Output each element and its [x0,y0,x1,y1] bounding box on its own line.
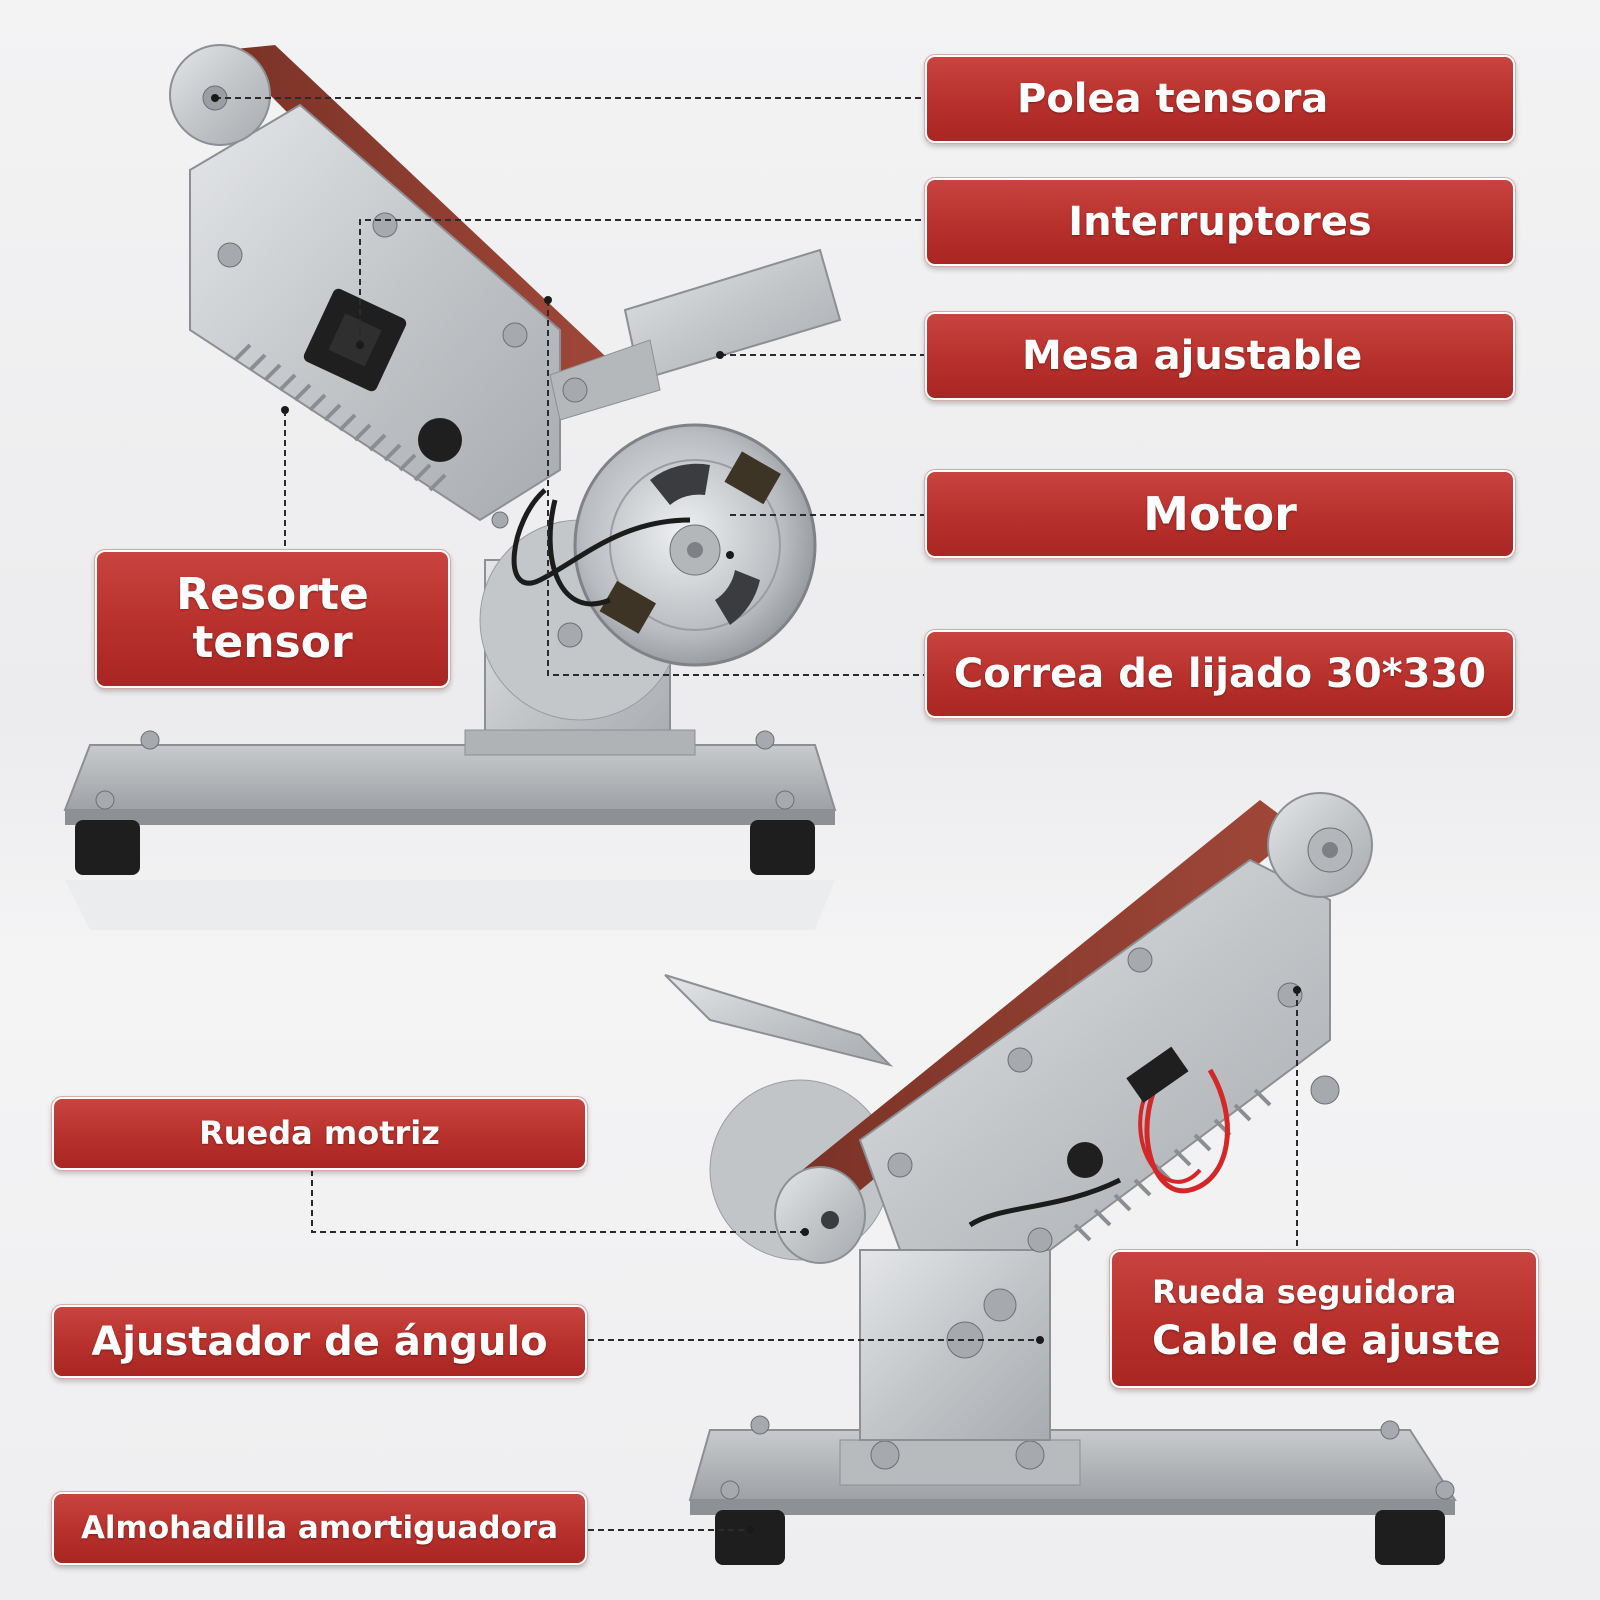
label-rueda-seguidora-text: Rueda seguidora [1152,1273,1457,1312]
label-mesa-ajustable: Mesa ajustable [924,311,1516,401]
bottom-sander-illustration [664,792,1457,1565]
label-motor: Motor [924,469,1516,559]
label-polea-tensora: Polea tensora [924,54,1516,144]
label-resorte-line1: Resorte [176,568,369,620]
label-rueda-motriz-text: Rueda motriz [199,1113,440,1152]
label-correa-lijado: Correa de lijado 30*330 [924,629,1516,719]
label-resorte-tensor: Resorte tensor [94,549,451,689]
leader-lines [215,97,1298,1531]
label-motor-text: Motor [1143,486,1297,541]
label-almohadilla-text: Almohadilla amortiguadora [80,1510,559,1547]
label-almohadilla: Almohadilla amortiguadora [51,1491,588,1566]
label-resorte-line2: tensor [192,617,353,668]
label-interruptores: Interruptores [924,177,1516,267]
label-mesa-ajustable-text: Mesa ajustable [1022,333,1363,379]
top-sander-illustration [63,44,842,930]
label-ajustador-angulo: Ajustador de ángulo [51,1304,588,1379]
label-rueda-seguidora-cable: Rueda seguidora Cable de ajuste [1109,1249,1539,1389]
label-interruptores-text: Interruptores [1068,199,1372,245]
label-polea-tensora-text: Polea tensora [1017,76,1329,122]
leader-dots [211,94,1301,1534]
label-ajustador-angulo-text: Ajustador de ángulo [91,1318,548,1365]
label-cable-ajuste-text: Cable de ajuste [1152,1317,1501,1364]
label-rueda-motriz: Rueda motriz [51,1096,588,1171]
label-correa-lijado-text: Correa de lijado 30*330 [953,651,1487,697]
